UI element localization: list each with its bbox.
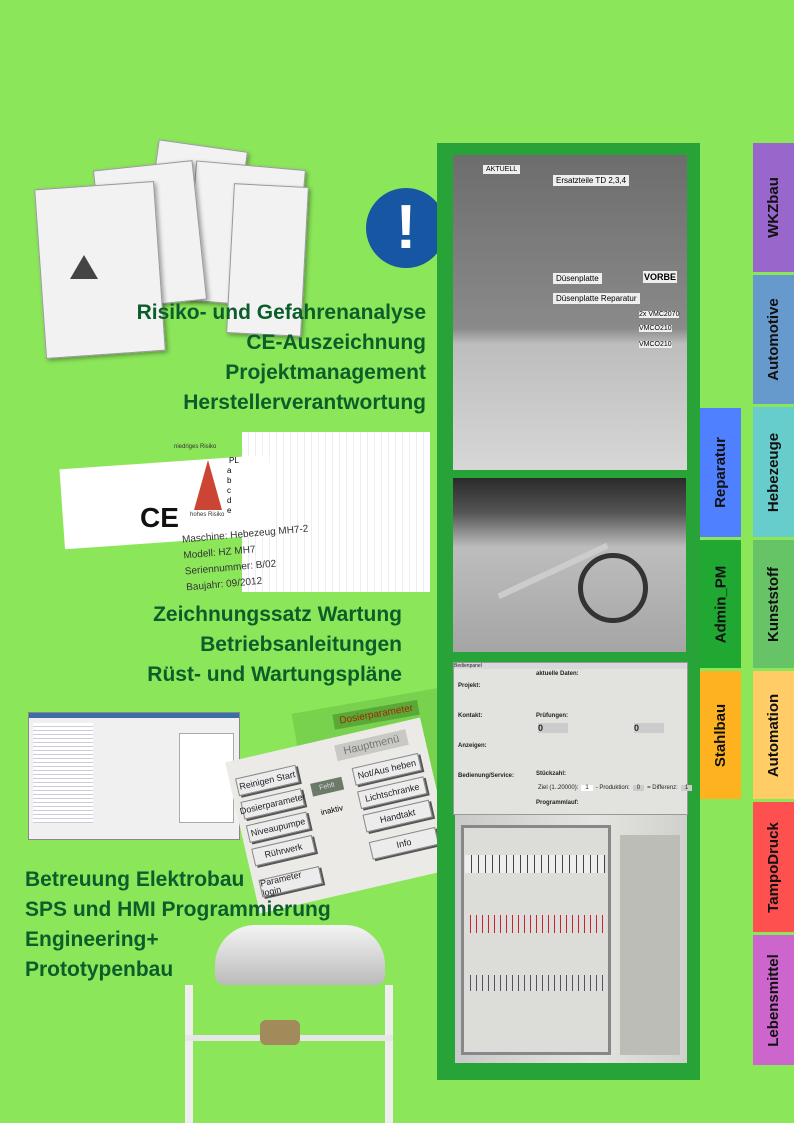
board-label: AKTUELL	[483, 165, 521, 174]
difference-label: = Differenz:	[647, 785, 678, 791]
section-label: Prüfungen:	[536, 713, 568, 719]
status-fehlt: Fehlt	[310, 776, 344, 797]
heading-line: Herstellerverantwortung	[183, 391, 426, 414]
tab-stahlbau[interactable]: Stahlbau	[700, 671, 741, 799]
bicycle-photo	[453, 478, 686, 652]
board-label: 2x VMC2070	[639, 311, 680, 318]
tab-label: Automotive	[765, 298, 782, 381]
exclamation-sign-icon: !	[366, 188, 446, 268]
tab-label: Kunststoff	[765, 566, 782, 642]
low-risk-label: niedriges Risiko	[174, 444, 217, 450]
heading-line: Prototypenbau	[25, 958, 174, 981]
info-button[interactable]: Info	[368, 826, 440, 860]
board-label: Düsenplatte Reparatur	[553, 293, 640, 304]
status-inaktiv: inaktiv	[319, 803, 345, 818]
services-heading-3: Betreuung Elektrobau SPS und HMI Program…	[25, 865, 331, 985]
board-label: VMCO210	[639, 325, 672, 332]
main-menu-title: Hauptmenü	[334, 729, 409, 762]
pruefung-value: 0	[538, 723, 568, 733]
services-heading-2: Zeichnungssatz Wartung Betriebsanleitung…	[147, 600, 402, 690]
tab-label: WKZbau	[765, 177, 783, 238]
tab-lebensmittel[interactable]: Lebensmittel	[753, 935, 794, 1065]
section-label: Programmlauf:	[536, 800, 579, 806]
production-label: - Produktion:	[595, 785, 630, 791]
heading-line: CE-Auszeichnung	[246, 331, 426, 354]
electrical-cabinet-photo	[455, 815, 687, 1063]
board-label: Ersatzteile TD 2,3,4	[553, 175, 630, 186]
control-panel-screenshot: Bedienpanel Projekt: Kontakt: Anzeigen: …	[453, 662, 693, 815]
prototype-machine-photo	[175, 925, 420, 1123]
heading-line: Betreuung Elektrobau	[25, 868, 245, 891]
board-label: VMCO210	[639, 341, 672, 348]
difference-value: 1	[680, 785, 693, 791]
heading-line: Rüst- und Wartungspläne	[147, 663, 402, 686]
tab-hebezeuge[interactable]: Hebezeuge	[753, 407, 794, 537]
tab-label: Stahlbau	[712, 703, 729, 767]
heading-line: Betriebsanleitungen	[200, 633, 402, 656]
section-label: aktuelle Daten:	[536, 671, 579, 677]
warning-icon	[70, 255, 98, 279]
services-heading-1: Risiko- und Gefahrenanalyse CE-Auszeichn…	[137, 298, 426, 418]
tab-label: Lebensmittel	[765, 953, 782, 1047]
pl-level: a	[227, 466, 232, 475]
heading-line: Engineering+	[25, 928, 159, 951]
pl-level: d	[227, 496, 232, 505]
production-value: 0	[632, 785, 645, 791]
tab-label: Admin_PM	[712, 565, 730, 643]
heading-line: SPS und HMI Programmierung	[25, 898, 331, 921]
board-label: VORBE	[643, 271, 678, 283]
tab-kunststoff[interactable]: Kunststoff	[753, 540, 794, 668]
tab-label: TampoDruck	[765, 821, 783, 913]
goal-label: Ziel (1..20000):	[538, 785, 579, 791]
goal-input[interactable]: 1	[581, 785, 593, 791]
ce-mark: CE	[140, 502, 179, 533]
pl-level: c	[227, 486, 231, 495]
bulletin-board-photo: AKTUELL Ersatzteile TD 2,3,4 Düsenplatte…	[453, 155, 687, 470]
section-label: Anzeigen:	[458, 743, 487, 749]
heading-line: Projektmanagement	[225, 361, 426, 384]
pruefung-value: 0	[634, 723, 664, 733]
section-label: Kontakt:	[458, 713, 483, 719]
section-label: Bedienung/Service:	[458, 773, 515, 779]
tab-label: Hebezeuge	[765, 432, 783, 512]
high-risk-label: hohes Risiko	[190, 512, 225, 518]
tab-label: Automation	[765, 693, 783, 777]
pl-header: PL	[229, 456, 239, 465]
pl-level: b	[227, 476, 232, 485]
tab-automotive[interactable]: Automotive	[753, 275, 794, 404]
section-label: Projekt:	[458, 683, 481, 689]
tab-automation[interactable]: Automation	[753, 671, 794, 799]
section-label: Stückzahl:	[536, 771, 567, 777]
tab-label: Reparatur	[712, 437, 730, 508]
window-title: Bedienpanel	[454, 663, 687, 669]
documents-photo	[30, 139, 309, 360]
hmi-software-window	[28, 712, 240, 840]
tab-tampodruck[interactable]: TampoDruck	[753, 802, 794, 932]
pl-level: e	[227, 506, 232, 515]
tab-admin-pm[interactable]: Admin_PM	[700, 540, 741, 668]
tab-reparatur[interactable]: Reparatur	[700, 408, 741, 537]
board-label: Düsenplatte	[553, 273, 602, 284]
tab-wkzbau[interactable]: WKZbau	[753, 143, 794, 272]
heading-line: Zeichnungssatz Wartung	[153, 603, 402, 626]
risk-diagram: PL a b c d e niedriges Risiko hohes Risi…	[59, 432, 430, 597]
heading-line: Risiko- und Gefahrenanalyse	[136, 301, 426, 324]
